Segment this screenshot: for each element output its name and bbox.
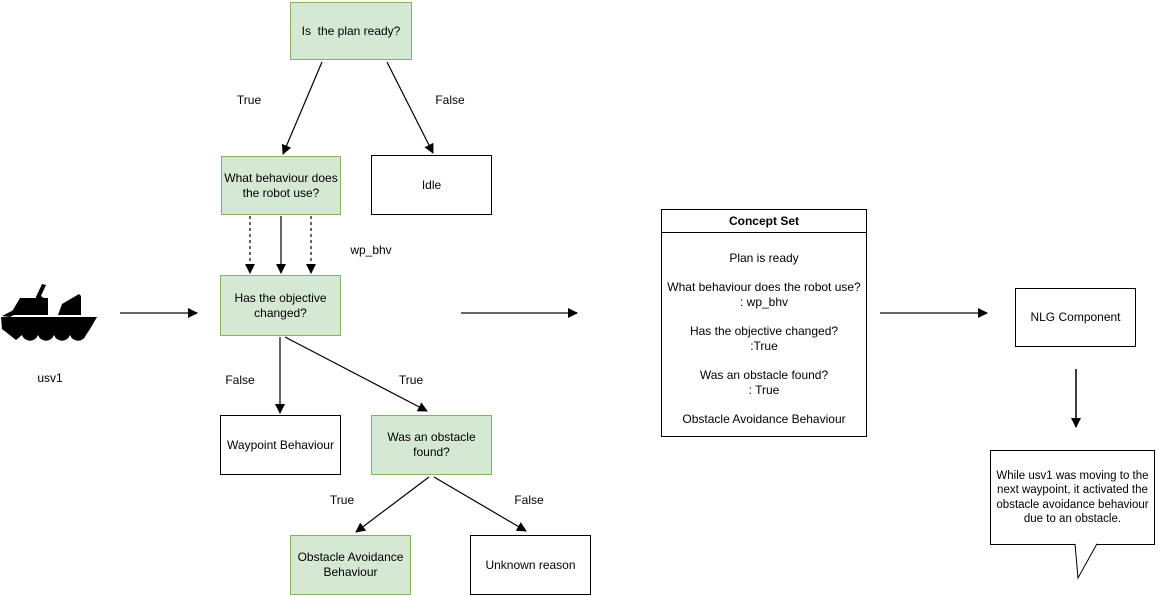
edge-label-obstacle-false: False [513,493,545,507]
speech-bubble-tail [1074,543,1098,580]
speech-bubble: While usv1 was moving to the next waypoi… [990,450,1155,545]
edge-obstacle-false [433,476,527,532]
edge-label-plan-true: True [235,93,263,107]
edge-plan-false [386,61,434,154]
concept-set-title: Concept Set [662,210,866,233]
concept-set-entry: Obstacle Avoidance Behaviour [682,412,846,426]
concept-set-entry: Plan is ready [729,251,799,265]
node-nlg-component: NLG Component [1015,288,1136,347]
edge-obstacle-true [355,476,430,533]
speech-bubble-text: While usv1 was moving to the next waypoi… [996,469,1149,526]
concept-set-entry: Has the objective changed? :True [689,324,839,353]
edge-label-objective-false: False [224,373,256,387]
edge-label-obstacle-true: True [328,493,356,507]
node-plan-ready: Is the plan ready? [290,2,412,60]
edge-label-objective-true: True [397,373,425,387]
concept-set-panel: Concept Set Plan is ready What behaviour… [661,209,867,437]
node-unknown-reason: Unknown reason [470,535,591,595]
node-what-behaviour: What behaviour does the robot use? [221,156,341,215]
edge-plan-true [281,61,323,155]
node-obstacle-found: Was an obstacle found? [371,415,492,475]
concept-set-body: Plan is ready What behaviour does the ro… [662,233,866,441]
concept-set-entry: Was an obstacle found? : True [699,368,829,397]
node-waypoint-behaviour: Waypoint Behaviour [220,415,341,475]
node-objective-changed: Has the objective changed? [220,275,341,336]
concept-set-entry: What behaviour does the robot use? : wp_… [667,280,861,309]
usv-label: usv1 [37,371,63,385]
node-idle: Idle [371,155,492,215]
edge-label-wp-bhv: wp_bhv [349,243,393,257]
ship-icon [1,284,97,341]
node-obstacle-avoidance: Obstacle Avoidance Behaviour [290,535,411,595]
usv-robot [0,284,100,342]
edge-label-plan-false: False [434,93,466,107]
